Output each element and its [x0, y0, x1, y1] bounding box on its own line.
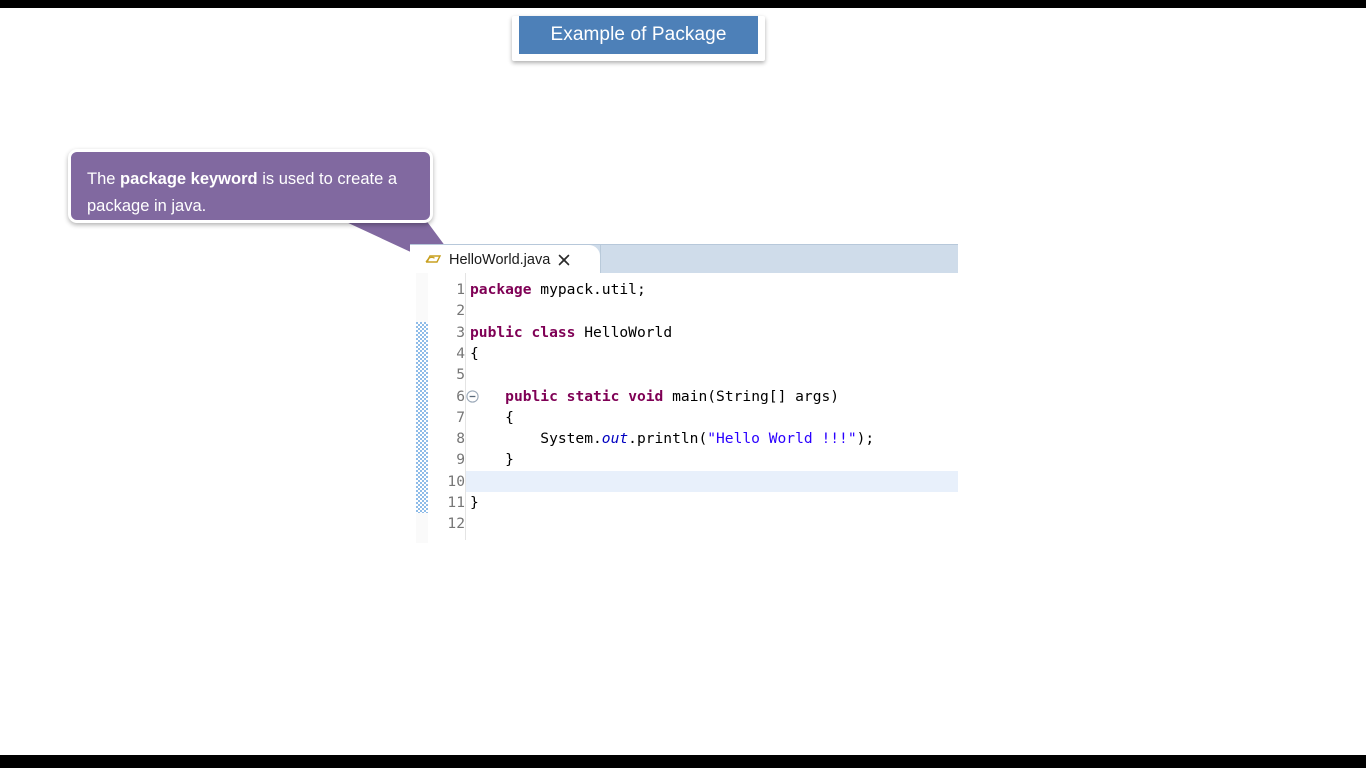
page-title: Example of Package [550, 24, 727, 45]
callout-box: The package keyword is used to create a … [68, 149, 433, 223]
code-token: public [470, 323, 523, 341]
code-token [619, 388, 628, 405]
line-number: 5 [456, 366, 465, 384]
line-number: 4 [456, 344, 465, 362]
line-number: 2 [456, 302, 465, 320]
code-token: class [531, 323, 576, 341]
code-text-area[interactable]: package mypack.util; public class HelloWo… [466, 273, 958, 543]
callout-text-bold: package keyword [120, 170, 258, 188]
letterbox-bottom-bar [0, 755, 1366, 768]
code-token [470, 388, 505, 405]
close-icon[interactable] [557, 253, 571, 267]
code-line: public class HelloWorld [470, 322, 672, 343]
code-token: void [628, 387, 664, 405]
line-number: 12 [447, 515, 465, 533]
code-line: } [470, 449, 514, 470]
code-line: System.out.println("Hello World !!!"); [470, 428, 874, 449]
code-token: } [470, 451, 514, 469]
line-number: 11 [447, 494, 465, 511]
code-line: { [470, 407, 514, 428]
callout-text-suffix: is used to create a package in java. [87, 170, 398, 215]
slide-canvas: Example of Package The package keyword i… [0, 8, 1366, 755]
tab-helloworld-java[interactable] [410, 245, 601, 274]
java-file-icon [424, 252, 442, 268]
code-token: "Hello World !!!" [707, 430, 857, 448]
code-token [558, 388, 567, 405]
code-token: static [566, 387, 620, 405]
current-line-highlight [466, 470, 958, 492]
tab-label: HelloWorld.java [449, 251, 551, 268]
gutter-separator [465, 273, 466, 540]
code-token: public [505, 387, 558, 405]
code-token: System. [470, 430, 602, 448]
letterbox-top-bar [0, 0, 1366, 8]
code-token: mypack.util; [531, 281, 646, 298]
line-number: 6 [456, 387, 465, 405]
code-token: } [470, 494, 479, 511]
code-line: } [470, 492, 479, 513]
callout-bubble: The package keyword is used to create a … [60, 138, 500, 298]
tab-helloworld-java-content[interactable]: HelloWorld.java [410, 245, 600, 274]
code-token: main(String[] args) [663, 387, 840, 405]
line-number: 8 [456, 430, 465, 448]
code-token [523, 324, 532, 341]
callout-text: The package keyword is used to create a … [87, 166, 414, 220]
change-bar-marker [416, 321, 428, 514]
fold-collapse-icon[interactable] [466, 389, 479, 403]
line-number: 9 [456, 451, 465, 469]
line-number: 3 [456, 323, 465, 341]
callout-text-prefix: The [87, 170, 121, 188]
code-token: out [601, 430, 629, 448]
code-token: { [470, 344, 479, 362]
line-number: 7 [456, 408, 465, 426]
code-line: { [470, 343, 479, 364]
code-token: ); [856, 430, 875, 448]
title-banner: Example of Package [519, 16, 758, 54]
code-token: HelloWorld [575, 323, 673, 341]
editor-tab-bar: HelloWorld.java [410, 244, 958, 274]
code-token: package [470, 281, 532, 298]
line-number: 1 [456, 281, 465, 298]
code-token: .println( [628, 430, 708, 448]
line-number: 10 [447, 472, 465, 490]
code-line: public static void main(String[] args) [470, 386, 839, 407]
code-token: { [470, 408, 514, 426]
code-line: package mypack.util; [470, 279, 646, 300]
